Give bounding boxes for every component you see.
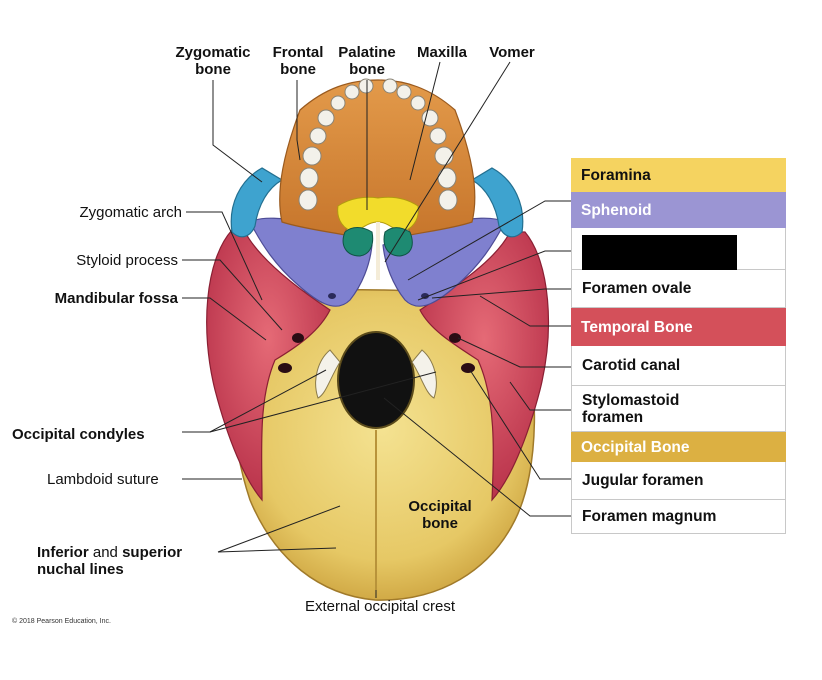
legend-row-foramen-ovale: Foramen ovale [571,270,786,308]
legend-row-temporal-bone: Temporal Bone [571,308,786,346]
label-palatine-bone-line1: Palatine [338,44,396,61]
legend-row-foramina: Foramina [571,158,786,192]
legend-text-occipital-bone: Occipital Bone [581,438,690,456]
legend-row-redacted [571,228,786,273]
label-zygomatic-bone-line2: bone [195,61,231,78]
temporal-bone-left [206,229,331,502]
legend-text-stylomastoid-foramen: Stylomastoid foramen [582,391,680,426]
legend-text-carotid-canal: Carotid canal [582,357,681,374]
label-external-occipital-crest: External occipital crest [304,598,456,615]
redacted-box [582,235,737,273]
label-zygomatic-bone-line1: Zygomatic [175,44,251,61]
label-frontal-bone: Frontal bone [266,44,330,78]
label-inferior: Inferior [37,544,89,561]
label-superior: superior [122,544,183,561]
label-nuchal-lines: Inferior and superior nuchal lines [37,544,227,578]
label-vomer: Vomer [489,44,535,61]
legend-text-sphenoid: Sphenoid [581,201,652,219]
label-frontal-bone-line1: Frontal [272,44,324,61]
foramen-magnum [337,331,415,429]
label-zygomatic-arch: Zygomatic arch [79,204,182,221]
legend-text-temporal-bone: Temporal Bone [581,318,693,336]
zygomatic-right [470,167,524,238]
legend-text-foramen-magnum: Foramen magnum [582,508,717,525]
choana-left [342,227,374,257]
leader-lines [182,61,571,598]
label-palatine-bone: Palatine bone [332,44,402,78]
jugular-foramen-hole [461,363,475,373]
legend-text-foramen-ovale: Foramen ovale [582,280,692,297]
copyright-notice: © 2018 Pearson Education, Inc. [12,618,111,625]
legend-row-carotid-canal: Carotid canal [571,346,786,386]
label-lambdoid-suture: Lambdoid suture [47,471,159,488]
legend-row-jugular-foramen: Jugular foramen [571,462,786,500]
label-occipital-bone: Occipital bone [395,498,485,532]
legend-text-jugular-foramen: Jugular foramen [582,472,704,489]
label-mandibular-fossa: Mandibular fossa [54,290,178,307]
carotid-canal-hole [449,333,461,343]
occipital-condyle-left [315,349,341,399]
label-and: and [88,544,123,561]
label-nuchal-lines-line1: Inferior and superior [37,544,227,561]
legend-row-stylomastoid-foramen: Stylomastoid foramen [571,386,786,432]
label-palatine-bone-line2: bone [349,61,385,78]
occipital-condyle-right [411,349,437,399]
teeth-row [298,78,458,211]
label-maxilla: Maxilla [416,44,468,61]
label-occipital-condyles: Occipital condyles [12,426,145,443]
zygomatic-left [230,167,284,238]
jugular-foramen-hole-left [278,363,292,373]
label-frontal-bone-line2: bone [280,61,316,78]
legend-row-sphenoid: Sphenoid [571,192,786,228]
legend-row-foramen-magnum: Foramen magnum [571,500,786,534]
carotid-canal-hole-left [292,333,304,343]
label-zygomatic-bone: Zygomatic bone [158,44,268,78]
label-occipital-bone-line2: bone [422,515,458,532]
foramen-ovale-hole [421,293,429,299]
legend-row-occipital-bone: Occipital Bone [571,432,786,462]
label-styloid-process: Styloid process [76,252,178,269]
legend-text-foramina: Foramina [581,166,651,184]
label-occipital-bone-line1: Occipital [408,498,472,515]
foramen-ovale-hole-left [328,293,336,299]
label-nuchal-lines-line2: nuchal lines [37,561,124,578]
